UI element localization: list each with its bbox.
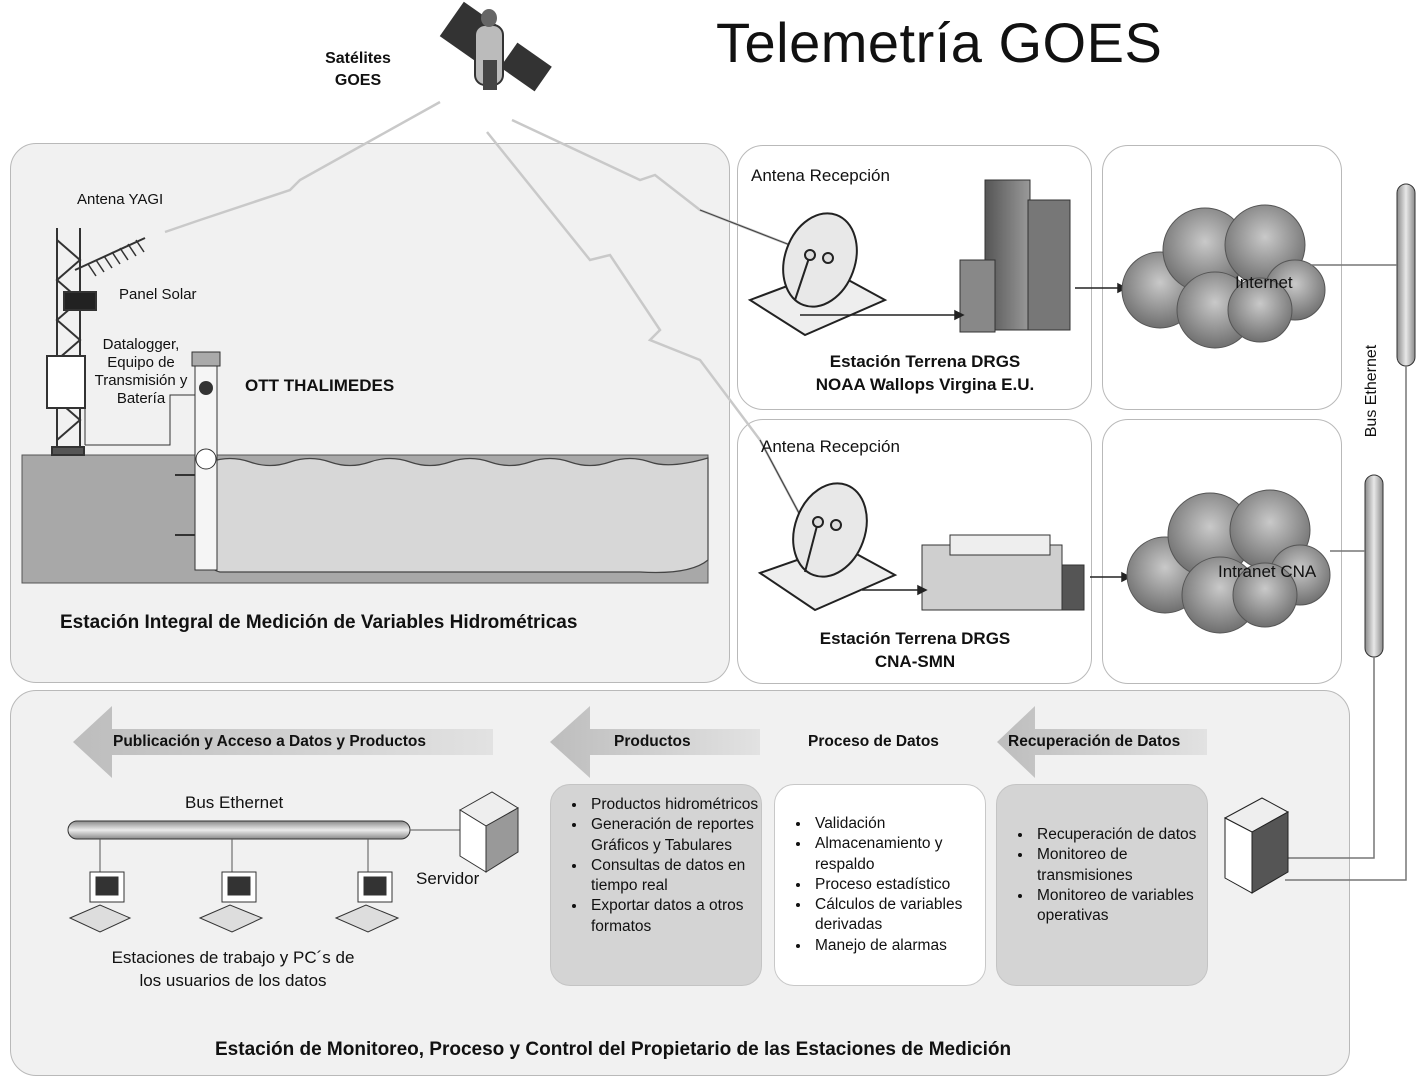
flow-arrows xyxy=(800,282,1132,596)
satellite-label: Satélites GOES xyxy=(325,50,391,89)
recovery-list: Recuperación de datos Monitoreo de trans… xyxy=(997,825,1207,926)
list-item: Proceso estadístico xyxy=(811,875,985,895)
list-item: Validación xyxy=(811,814,985,834)
dish-antenna-cna-icon xyxy=(757,482,898,612)
list-item: Almacenamiento y respaldo xyxy=(811,834,985,875)
process-box: Validación Almacenamiento y respaldo Pro… xyxy=(774,784,986,986)
reception-antenna-label-1: Antena Recepción xyxy=(751,166,890,185)
list-item: Cálculos de variables derivadas xyxy=(811,895,985,936)
list-item: Productos hidrométricos xyxy=(587,795,761,815)
vertical-bus-label: Bus Ethernet xyxy=(1363,344,1380,438)
noaa-building-icon xyxy=(959,179,1071,333)
list-item: Consultas de datos en tiempo real xyxy=(587,856,761,897)
products-arrow-label: Productos xyxy=(614,733,691,750)
workstation-icon-3 xyxy=(334,871,400,933)
ground-station-noaa-caption: Estación Terrena DRGS NOAA Wallops Virgi… xyxy=(815,352,1035,394)
products-list: Productos hidrométricos Generación de re… xyxy=(551,795,761,937)
list-item: Exportar datos a otros formatos xyxy=(587,896,761,937)
workstations-label: Estaciones de trabajo y PC´s de los usua… xyxy=(111,948,355,990)
ground-station-cna-caption: Estación Terrena DRGS CNA-SMN xyxy=(819,629,1011,671)
lan-bus-label: Bus Ethernet xyxy=(185,793,284,812)
internet-cloud-icon xyxy=(1121,204,1326,349)
monitoring-station-caption: Estación de Monitoreo, Proceso y Control… xyxy=(215,1039,1012,1060)
page-title: Telemetría GOES xyxy=(716,11,1163,74)
products-box: Productos hidrométricos Generación de re… xyxy=(550,784,762,986)
intranet-label: Intranet CNA xyxy=(1218,562,1317,581)
recovery-arrow-label: Recuperación de Datos xyxy=(1008,733,1181,750)
dish-antenna-noaa-icon xyxy=(747,212,888,337)
reception-antenna-label-2: Antena Recepción xyxy=(761,437,900,456)
list-item: Monitoreo de variables operativas xyxy=(1033,886,1207,927)
cna-building-icon xyxy=(921,534,1085,611)
yagi-antenna-label: Antena YAGI xyxy=(77,191,164,208)
intranet-cloud-icon xyxy=(1126,489,1331,634)
solar-panel-label: Panel Solar xyxy=(119,286,197,303)
list-item: Manejo de alarmas xyxy=(811,936,985,956)
recovery-box: Recuperación de datos Monitoreo de trans… xyxy=(996,784,1208,986)
workstation-icon-2 xyxy=(198,871,264,933)
satellite-icon xyxy=(439,1,552,92)
sensor-label: OTT THALIMEDES xyxy=(245,376,395,395)
radio-links xyxy=(164,100,802,516)
server-label: Servidor xyxy=(416,869,480,888)
datalogger-label: Datalogger, Equipo de Transmisión y Bate… xyxy=(94,336,188,407)
river-section xyxy=(21,351,709,584)
internet-label: Internet xyxy=(1235,273,1293,292)
workstation-icon-1 xyxy=(68,871,132,933)
process-list: Validación Almacenamiento y respaldo Pro… xyxy=(775,814,985,956)
server-icon xyxy=(459,791,519,873)
tower-icon xyxy=(46,228,195,456)
publish-arrow-label: Publicación y Acceso a Datos y Productos xyxy=(113,733,426,750)
lan-graphics xyxy=(67,791,519,933)
hydro-station-panel xyxy=(10,143,730,683)
hydro-station-caption: Estación Integral de Medición de Variabl… xyxy=(60,612,578,633)
monitoring-building-icon xyxy=(1223,797,1290,894)
process-title: Proceso de Datos xyxy=(808,733,939,750)
flow-arrow-shapes xyxy=(73,706,1207,778)
list-item: Generación de reportes Gráficos y Tabula… xyxy=(587,815,761,856)
list-item: Recuperación de datos xyxy=(1033,825,1207,845)
ethernet-bus-vertical xyxy=(1285,183,1416,881)
list-item: Monitoreo de transmisiones xyxy=(1033,845,1207,886)
